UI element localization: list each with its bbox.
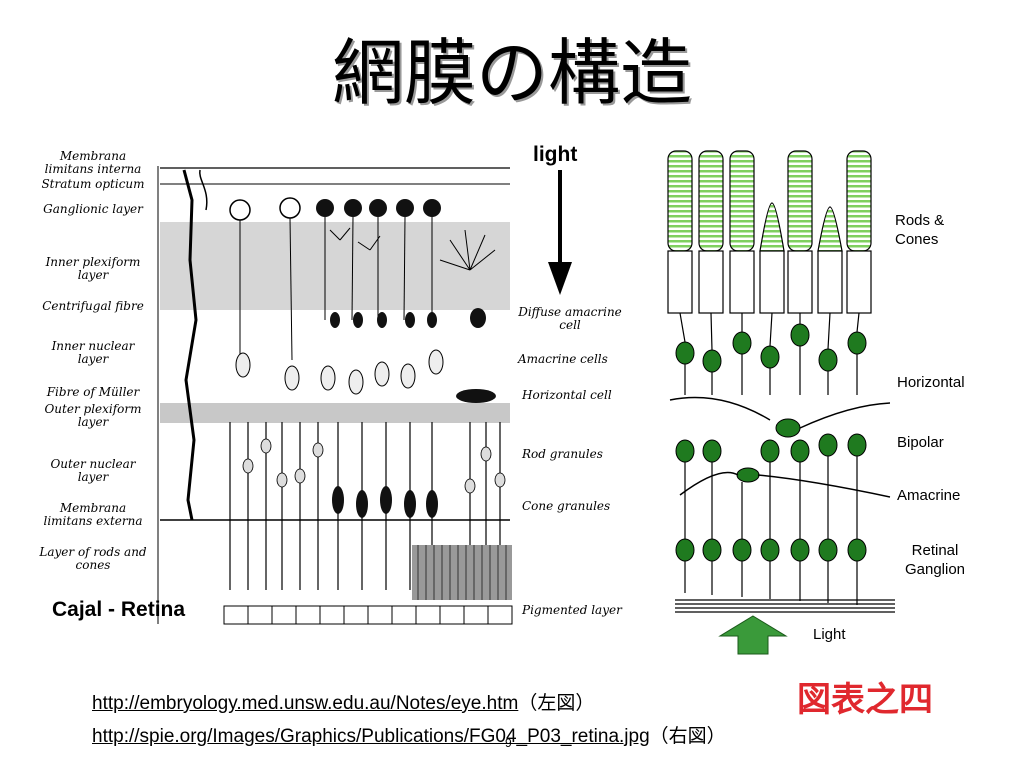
light-down-arrow-icon: [548, 170, 572, 295]
amacrine-cells: [330, 308, 486, 328]
reference-note-right: （右図）: [649, 726, 726, 747]
label-centrifugal-fibre: Centrifugal fibre: [42, 299, 144, 313]
cajal-caption: Cajal - Retina: [52, 598, 186, 621]
label-rods-and-cones: Rods & Cones: [895, 212, 945, 248]
label-membrana-limitans-externa: Membrana limitans externa: [43, 501, 143, 528]
label-diffuse-amacrine-cell: Diffuse amacrine cell: [518, 305, 622, 332]
ganglion-nuclei: [675, 538, 867, 562]
page-number: 9: [505, 736, 512, 750]
label-stratum-opticum: Stratum opticum: [41, 177, 145, 191]
reference-link-right[interactable]: http://spie.org/Images/Graphics/Publicat…: [92, 726, 650, 747]
label-pigmented-layer: Pigmented layer: [522, 603, 622, 617]
label-horizontal-cell: Horizontal cell: [522, 388, 612, 402]
slide-title: 網膜の構造: [331, 31, 692, 115]
photoreceptor-nuclei: [675, 323, 867, 373]
label-bipolar: Bipolar: [897, 434, 944, 451]
label-layer-of-rods-and-cones: Layer of rods and cones: [39, 545, 147, 572]
label-inner-nuclear-layer: Inner nuclear layer: [51, 339, 135, 366]
reference-right: http://spie.org/Images/Graphics/Publicat…: [92, 726, 726, 748]
reference-left: http://embryology.med.unsw.edu.au/Notes/…: [92, 693, 594, 715]
label-retinal-ganglion: Retinal Ganglion: [904, 542, 966, 578]
outer-plexiform-band: [160, 403, 510, 423]
label-amacrine-cells: Amacrine cells: [518, 352, 608, 366]
label-cone-granules: Cone granules: [522, 499, 611, 513]
bipolar-nuclei: [675, 433, 867, 463]
label-amacrine: Amacrine: [897, 487, 961, 504]
label-outer-plexiform-layer: Outer plexiform layer: [44, 402, 142, 429]
label-outer-nuclear-layer: Outer nuclear layer: [50, 457, 136, 484]
light-up-arrow-icon: [718, 615, 788, 655]
reference-note-left: （左図）: [518, 693, 595, 714]
horizontal-cell: [456, 389, 496, 403]
rod-granules: [242, 438, 506, 494]
label-membrana-limitans-interna: Membrana limitans interna: [44, 149, 142, 176]
bipolar-cells: [235, 349, 444, 395]
pigmented-layer: [223, 605, 513, 625]
label-rod-granules: Rod granules: [522, 447, 603, 461]
amacrine-cell: [736, 467, 760, 483]
label-horizontal: Horizontal: [897, 374, 965, 391]
cajal-retina-diagram: [157, 166, 513, 625]
light-label: light: [533, 143, 578, 166]
label-ganglionic-layer: Ganglionic layer: [43, 202, 143, 216]
label-fibre-of-muller: Fibre of Müller: [46, 385, 140, 399]
light-label-bottom: Light: [813, 626, 846, 643]
ganglion-cells: [229, 197, 441, 221]
cone-granules: [332, 486, 438, 518]
retina-cell-diagram: [667, 150, 895, 613]
reference-link-left[interactable]: http://embryology.med.unsw.edu.au/Notes/…: [92, 693, 519, 714]
label-inner-plexiform-layer: Inner plexiform layer: [45, 255, 141, 282]
horizontal-cell: [775, 418, 801, 438]
inner-plexiform-band: [160, 222, 510, 310]
figure-badge: 図表之四: [797, 680, 933, 720]
rods-and-cones: [667, 150, 872, 252]
